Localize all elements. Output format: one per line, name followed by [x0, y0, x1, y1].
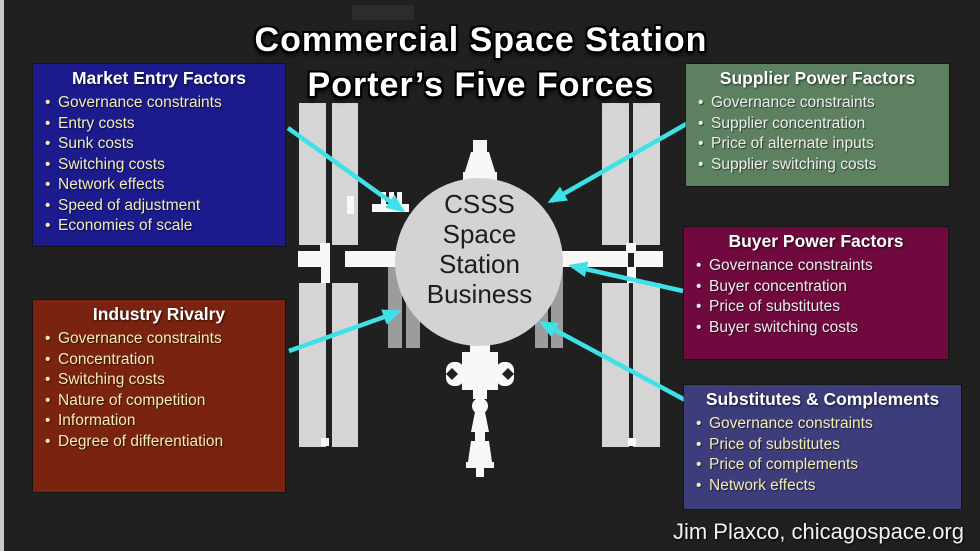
arrow-substitutes: [538, 321, 689, 403]
center-circle-label: CSSS Space Station Business: [389, 189, 570, 309]
factor-box-market-entry: Market Entry Factors Governance constrai…: [33, 64, 285, 246]
bullet-item: Entry costs: [43, 114, 277, 135]
factor-bullet-list: Governance constraintsPrice of substitut…: [690, 414, 955, 496]
circle-line: Station: [439, 249, 520, 279]
bullet-item: Supplier switching costs: [696, 155, 941, 176]
factor-box-title: Substitutes & Complements: [705, 389, 940, 409]
bullet-item: Switching costs: [43, 155, 277, 176]
factor-box-buyer-power: Buyer Power Factors Governance constrain…: [684, 227, 948, 359]
circle-line: CSSS: [444, 189, 515, 219]
bullet-item: Switching costs: [43, 370, 277, 391]
bullet-item: Degree of differentiation: [43, 432, 277, 453]
factor-box-title: Supplier Power Factors: [719, 68, 916, 88]
arrows: [286, 121, 690, 403]
bullet-item: Information: [43, 411, 277, 432]
factor-box-substitutes-complements: Substitutes & Complements Governance con…: [684, 385, 961, 509]
factor-box-industry-rivalry: Industry Rivalry Governance constraintsC…: [33, 300, 285, 492]
factor-box-title: Buyer Power Factors: [728, 231, 904, 251]
bullet-item: Price of substitutes: [694, 297, 940, 318]
bullet-item: Concentration: [43, 350, 277, 371]
arrow-industry-rivalry: [288, 309, 402, 354]
bullet-item: Speed of adjustment: [43, 196, 277, 217]
faint-top-mark: [352, 5, 414, 20]
center-circle: [395, 178, 563, 346]
bullet-item: Supplier concentration: [696, 114, 941, 135]
circle-line: Space: [442, 219, 517, 249]
arrow-market-entry: [286, 126, 406, 213]
bullet-item: Buyer concentration: [694, 277, 940, 298]
circle-line: Business: [426, 279, 533, 309]
bullet-item: Network effects: [694, 476, 953, 497]
bullet-item: Governance constraints: [694, 414, 953, 435]
factor-bullet-list: Governance constraintsSupplier concentra…: [692, 93, 943, 175]
bullet-item: Network effects: [43, 175, 277, 196]
bullet-item: Governance constraints: [696, 93, 941, 114]
factor-bullet-list: Governance constraintsEntry costsSunk co…: [39, 93, 279, 237]
factor-bullet-list: Governance constraintsConcentrationSwitc…: [39, 329, 279, 452]
factor-bullet-list: Governance constraintsBuyer concentratio…: [690, 256, 942, 338]
bullet-item: Governance constraints: [43, 329, 277, 350]
factor-box-supplier-power: Supplier Power Factors Governance constr…: [686, 64, 949, 186]
bullet-item: Governance constraints: [694, 256, 940, 277]
bullet-item: Price of complements: [694, 455, 953, 476]
bullet-item: Governance constraints: [43, 93, 277, 114]
bullet-item: Price of substitutes: [694, 435, 953, 456]
arrow-buyer-power: [568, 261, 684, 294]
factor-box-title: Market Entry Factors: [71, 68, 247, 88]
bullet-item: Price of alternate inputs: [696, 134, 941, 155]
factor-box-title: Industry Rivalry: [92, 304, 226, 324]
left-edge-strip: [0, 0, 4, 551]
arrow-supplier-power: [547, 121, 690, 203]
author-credit: Jim Plaxco, chicagospace.org: [672, 519, 964, 544]
bullet-item: Economies of scale: [43, 216, 277, 237]
bullet-item: Nature of competition: [43, 391, 277, 412]
pod-diamonds: [446, 368, 514, 380]
bullet-item: Buyer switching costs: [694, 318, 940, 339]
bullet-item: Sunk costs: [43, 134, 277, 155]
solar-arrays: [299, 103, 660, 447]
